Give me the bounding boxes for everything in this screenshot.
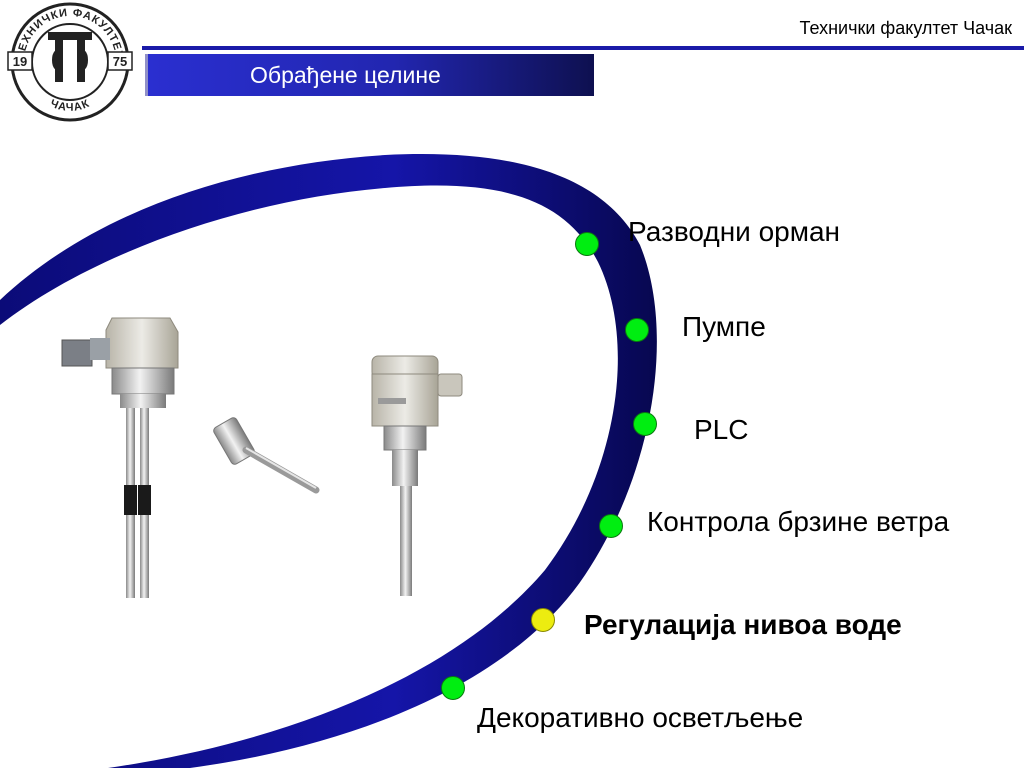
svg-text:ЧАЧАК: ЧАЧАК xyxy=(48,98,91,114)
topic-item-3[interactable]: Контрола брзине ветра xyxy=(647,506,950,537)
topic-item-1[interactable]: Пумпе xyxy=(682,311,766,342)
slide-title: Обрађене целине xyxy=(250,62,441,88)
svg-text:19: 19 xyxy=(13,54,27,69)
topic-bullet-2 xyxy=(633,412,657,436)
topic-bullet-4-active xyxy=(531,608,555,632)
svg-text:75: 75 xyxy=(113,54,127,69)
institution-name: Технички факултет Чачак xyxy=(799,18,1012,38)
topic-bullet-3 xyxy=(599,514,623,538)
title-bar xyxy=(145,54,594,96)
topic-item-4[interactable]: Регулација нивоа воде xyxy=(584,609,902,640)
faculty-logo: ТЕХНИЧКИ ФАКУЛТЕТ ЧАЧАК 19 75 xyxy=(7,2,133,122)
topic-item-0[interactable]: Разводни орман xyxy=(628,216,841,247)
small-probe-sensor-icon xyxy=(213,417,320,494)
vibrating-level-switch-icon xyxy=(371,355,463,596)
monogram-icon xyxy=(48,32,92,82)
topic-bullet-0 xyxy=(575,232,599,256)
rod-level-sensor-icon xyxy=(61,317,179,598)
decorative-arc xyxy=(0,154,657,768)
topic-item-5[interactable]: Декоративно осветљење xyxy=(477,702,804,733)
topic-bullet-5 xyxy=(441,676,465,700)
topic-item-2[interactable]: PLC xyxy=(694,414,749,445)
header-divider xyxy=(142,46,1024,50)
topic-bullet-1 xyxy=(625,318,649,342)
